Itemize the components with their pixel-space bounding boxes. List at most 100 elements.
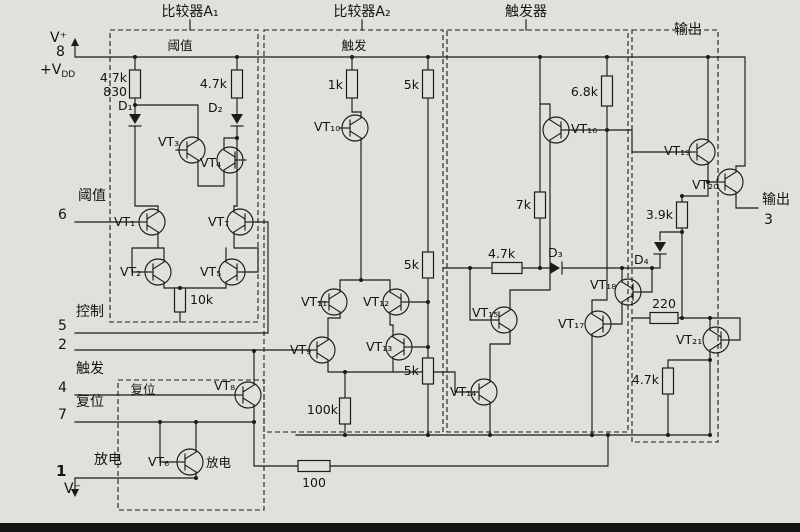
- diode-symbols: [128, 114, 667, 275]
- resistor-r2: [230, 69, 244, 99]
- power-rail-wires: [74, 19, 746, 436]
- diode-d2: [230, 114, 244, 127]
- diode-label-d4: D₄: [634, 252, 649, 267]
- transistor-label-vt18: VT₁₈: [590, 277, 616, 292]
- transistor-label-vt7: VT₇: [208, 214, 229, 229]
- sublabel-reset: 复位: [130, 382, 155, 397]
- transistor-label-vt10: VT₁₀: [314, 119, 340, 134]
- diode-label-d2: D₂: [208, 100, 223, 115]
- section-box-flipflop: [446, 29, 629, 433]
- transistor-label-vt14: VT₁₄: [450, 384, 476, 399]
- pin-number-2: 2: [58, 337, 67, 353]
- section-box-comparator-a1: [109, 29, 259, 323]
- resistor-value-r14: 220: [652, 296, 676, 311]
- transistor-label-vt12: VT₁₂: [363, 294, 389, 309]
- resistor-r3: [345, 69, 359, 99]
- section-title-flipflop: 触发器: [505, 4, 547, 20]
- transistor-label-vt3: VT₃: [158, 134, 179, 149]
- pin-label-control: 控制: [76, 304, 104, 320]
- diode-d3: [550, 261, 563, 275]
- transistor-label-vt8: VT₈: [214, 378, 235, 393]
- transistor-label-vt9: VT₉: [290, 342, 311, 357]
- pin-number-5: 5: [58, 318, 67, 334]
- resistor-r11: [338, 397, 352, 425]
- resistor-value-r13: 3.9k: [646, 207, 674, 222]
- resistor-r15: [661, 367, 675, 395]
- transistor-label-vt20: VT₂₀: [692, 177, 718, 192]
- transistor-vt5: [218, 255, 249, 289]
- sublabel-discharge: 放电: [206, 455, 232, 470]
- resistor-bodies: [128, 69, 689, 473]
- pin-number-1: 1: [56, 462, 66, 480]
- resistor-r1: [128, 69, 142, 99]
- resistor-value-r12: 100: [302, 475, 326, 490]
- resistor-r7: [421, 251, 435, 279]
- pin-label-discharge: 放电: [94, 452, 122, 468]
- resistor-r8: [491, 261, 523, 275]
- resistor-value-r9: 5k: [404, 363, 420, 378]
- transistor-label-vt21: VT₂₁: [676, 332, 702, 347]
- transistor-vt1: [135, 205, 166, 239]
- vplus-arrow-icon: [71, 38, 79, 46]
- transistor-symbols: [135, 111, 744, 479]
- section-boxes: [109, 29, 719, 511]
- scan-edge-bar: [0, 523, 800, 532]
- resistor-value-r7: 5k: [404, 257, 420, 272]
- section-box-comparator-a2: [263, 29, 444, 433]
- diode-label-d3: D₃: [548, 245, 563, 260]
- transistor-vt4: [216, 143, 247, 177]
- resistor-r9: [421, 357, 435, 385]
- resistor-r5: [600, 75, 614, 107]
- resistor-value-r2: 4.7k: [200, 76, 228, 91]
- transistor-vt16: [542, 113, 573, 147]
- transistor-label-vt2: VT₂: [120, 264, 141, 279]
- transistor-vt8: [231, 378, 262, 412]
- pin-label-vminus: V⁻: [64, 481, 81, 497]
- resistor-value-r1a: 4.7k: [100, 70, 128, 85]
- section-title-comparator-a1: 比较器A₁: [161, 4, 218, 20]
- transistor-label-vt16: VT₁₆: [571, 121, 597, 136]
- sublabel-trigger: 触发: [341, 38, 367, 53]
- pin-number-6: 6: [58, 207, 67, 223]
- transistor-label-vt13: VT₁₃: [366, 339, 392, 354]
- transistor-vt10: [338, 111, 369, 145]
- pin-label-trigger: 触发: [76, 361, 104, 377]
- diode-d1: [128, 114, 142, 127]
- transistor-label-vt1: VT₁: [114, 214, 135, 229]
- resistor-value-r6: 7k: [516, 197, 532, 212]
- diode-d4: [653, 242, 667, 255]
- diode-label-d1: D₁: [118, 98, 133, 113]
- pin-label-vdd: +VDD: [40, 62, 75, 80]
- section-title-comparator-a2: 比较器A₂: [333, 4, 390, 20]
- flipflop-wires: [442, 103, 687, 436]
- transistor-label-vt5: VT₅: [200, 264, 221, 279]
- transistor-label-vt6: VT₆: [148, 454, 169, 469]
- resistor-value-r4: 5k: [404, 77, 420, 92]
- transistor-label-vt17: VT₁₇: [558, 316, 584, 331]
- wires: [74, 19, 759, 493]
- resistor-value-r11: 100k: [307, 402, 339, 417]
- transistor-vt2: [141, 255, 172, 289]
- comparator-a1-wires: [131, 97, 259, 323]
- resistor-r4: [421, 69, 435, 99]
- resistor-r6: [533, 191, 547, 219]
- section-box-reset: [117, 379, 265, 511]
- supply-arrows: [71, 38, 79, 497]
- pin-label-threshold: 阈值: [78, 188, 106, 204]
- resistor-r10: [173, 287, 187, 313]
- transistor-vt19: [685, 135, 716, 169]
- resistor-value-r3: 1k: [328, 77, 344, 92]
- sublabel-threshold: 阈值: [167, 38, 192, 53]
- transistor-label-vt11: VT₁₁: [301, 294, 327, 309]
- vminus-arrow-icon: [71, 489, 79, 497]
- reset-discharge-wires: [159, 350, 609, 467]
- transistor-vt18: [614, 275, 645, 309]
- transistor-label-vt4: VT₄: [200, 155, 221, 170]
- resistor-value-r8: 4.7k: [488, 246, 516, 261]
- transistor-vt6: [173, 445, 204, 479]
- section-title-output: 输出: [674, 22, 702, 38]
- resistor-r14: [649, 311, 679, 325]
- junction-dots: [133, 55, 712, 480]
